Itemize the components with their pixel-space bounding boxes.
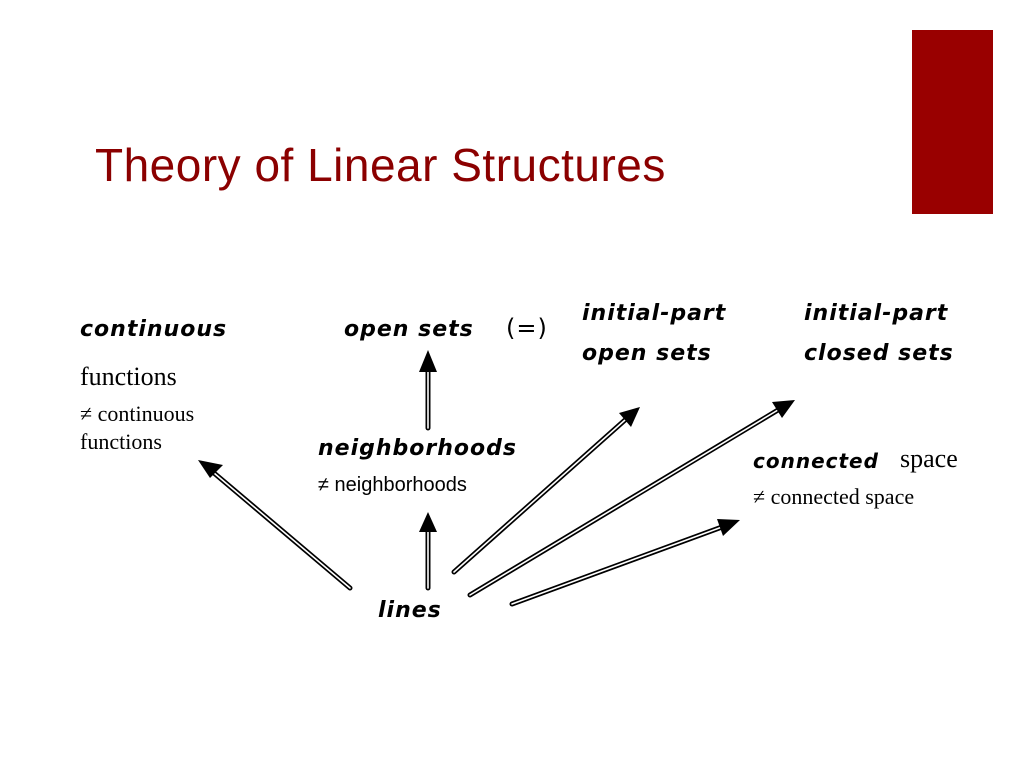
not-continuous-text: ≠ continuous — [80, 401, 195, 426]
initial-part-closed-line1: initial-part — [804, 301, 949, 326]
arrowhead-open-sets — [419, 350, 437, 372]
continuous-label: continuous — [80, 317, 228, 342]
lines-label: lines — [378, 598, 442, 623]
initial-part-open-line1: initial-part — [582, 301, 727, 326]
equivalence-symbol: (=) — [506, 314, 548, 342]
initial-part-open-line2: open sets — [582, 341, 712, 366]
open-sets-label: open sets — [344, 317, 474, 342]
neighborhoods-label: neighborhoods — [318, 436, 517, 461]
accent-bar — [912, 30, 993, 214]
slide-title: Theory of Linear Structures — [95, 139, 666, 191]
initial-part-closed-line2: closed sets — [804, 341, 954, 366]
arrowhead-initial-part-open — [619, 407, 640, 427]
connected-space-text: space — [900, 444, 958, 473]
connected-label: connected — [753, 449, 879, 473]
not-neighborhoods-text: ≠ neighborhoods — [318, 474, 467, 496]
continuous-functions-text: functions — [80, 362, 177, 391]
not-connected-space-text: ≠ connected space — [753, 484, 915, 509]
arrowhead-neighborhoods — [419, 512, 437, 532]
arrowhead-initial-part-closed — [772, 400, 795, 418]
arrowhead-connected — [717, 519, 740, 536]
not-continuous-functions-text: functions — [80, 429, 162, 454]
arrowhead-continuous — [198, 460, 223, 478]
